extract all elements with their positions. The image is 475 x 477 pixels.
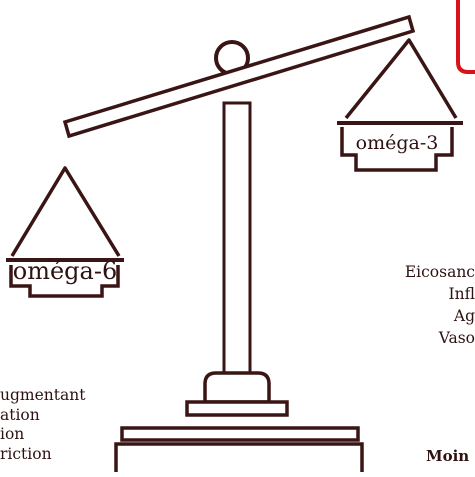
right-effect-item: Vaso [365, 327, 475, 349]
omega-6-label: oméga-6 [13, 257, 117, 285]
left-effect-item: ion [0, 425, 160, 445]
scale-pillar [224, 103, 250, 375]
right-effects-list: Eicosanc Infl Ag Vaso [365, 261, 475, 349]
right-effect-item: Infl [365, 283, 475, 305]
right-pan-strings [346, 40, 456, 118]
omega-3-label: oméga-3 [356, 132, 439, 154]
bottom-caption: Moin [426, 447, 469, 465]
base-step-upper [187, 402, 287, 415]
right-effect-item: Eicosanc [365, 261, 475, 283]
left-effect-item: ation [0, 406, 160, 426]
left-pan-strings [12, 168, 119, 256]
left-effect-item: riction [0, 445, 160, 465]
pillar-ring [205, 373, 269, 402]
left-effects-list: ugmentant ation ion riction [0, 386, 160, 464]
right-effect-item: Ag [365, 305, 475, 327]
callout-box [458, 0, 475, 72]
left-effect-item: ugmentant [0, 386, 160, 406]
